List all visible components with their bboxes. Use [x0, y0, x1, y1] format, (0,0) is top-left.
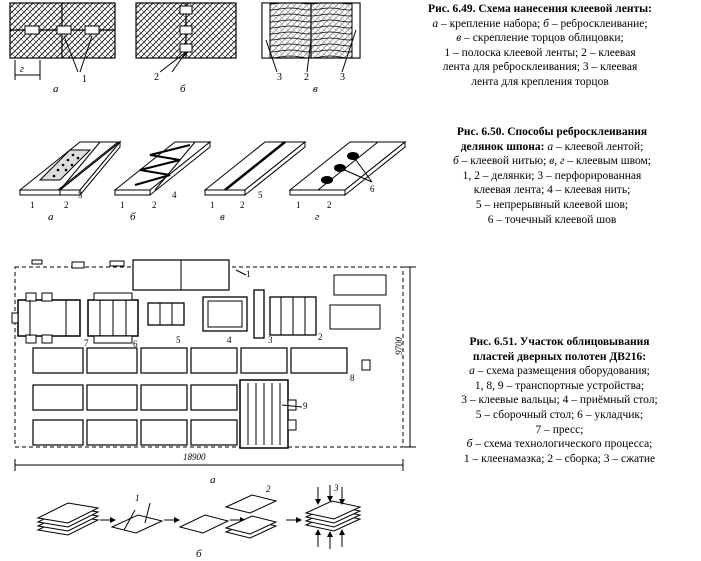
fig651-label-4: 4: [227, 335, 232, 345]
fig651-press: 7: [11, 292, 89, 348]
figure-6-50-drawing: 1 2 3 а 1 2 4 б 1 2 5 в 1 2: [18, 140, 407, 223]
fig651-conveyor-2: 2: [269, 296, 323, 342]
fig650-label-6: 6: [370, 184, 375, 194]
fig649-label-3b: 3: [340, 72, 345, 83]
fig651-height-dim: 9700: [394, 337, 404, 356]
fig651-room-outline: [14, 266, 404, 448]
fig651-process-scheme: 1 2 3 б: [36, 483, 362, 560]
figure-6-51-drawing: 1 7 6 5 4 3: [11, 259, 416, 560]
fig651-stacker: 6: [87, 292, 139, 349]
fig651-transport-9: 9: [239, 379, 308, 449]
fig649-label-b: б: [180, 83, 186, 95]
fig649-label-1: 1: [82, 74, 87, 85]
process-pressing: 3: [304, 483, 362, 549]
fig649-caption: Рис. 6.49. Схема нанесения клеевой ленты…: [428, 3, 652, 88]
fig651-width-dim: 18900: [183, 452, 206, 462]
fig651-label-a: а: [210, 474, 216, 486]
fig650-label-1v: 1: [210, 200, 215, 210]
fig650-label-1g: 1: [296, 200, 301, 210]
fig651-assembly-table: 5: [147, 302, 185, 345]
fig649-label-v: в: [313, 83, 318, 95]
fig650-label-3: 3: [78, 190, 83, 200]
fig651-label-6: 6: [133, 339, 138, 349]
fig649-panel-b: 2 б: [135, 2, 237, 95]
process-stack-initial: [36, 502, 100, 536]
fig650-panel-v: 1 2 5 в: [203, 140, 307, 223]
fig650-label-5: 5: [258, 190, 263, 200]
fig651-label-9: 9: [303, 401, 308, 411]
fig650-label-g: г: [315, 211, 320, 223]
process-label-2: 2: [266, 484, 271, 494]
fig650-label-1b: 1: [120, 200, 125, 210]
process-label-3: 3: [333, 483, 339, 493]
process-glue-spread: 1: [110, 493, 164, 534]
fig650-caption: Рис. 6.50. Способы ребросклеивания делян…: [453, 126, 651, 226]
fig650-label-v: в: [220, 211, 225, 223]
fig650-panel-g: 1 2 6 г: [288, 140, 407, 223]
fig651-label-5: 5: [176, 335, 181, 345]
figure-6-49-drawing: 1 г а 2 б 3 2 3 в: [9, 2, 361, 95]
fig649-panel-a: 1 г а: [9, 2, 116, 95]
fig650-label-1a: 1: [30, 200, 35, 210]
fig649-label-2b: 2: [304, 72, 309, 83]
fig649-label-2: 2: [154, 72, 159, 83]
fig650-label-b: б: [130, 211, 136, 223]
process-assembly: 2: [224, 484, 278, 539]
caption-title: Рис. 6.49. Схема нанесения клеевой ленты…: [428, 3, 652, 15]
fig651-label-b: б: [196, 548, 202, 560]
fig650-label-a: а: [48, 211, 54, 223]
fig650-label-2b: 2: [152, 200, 157, 210]
fig651-receiving-table: 4: [202, 296, 248, 345]
fig650-panel-b: 1 2 4 б: [113, 140, 212, 223]
fig651-glue-rollers: 3: [253, 289, 273, 345]
fig651-label-2: 2: [318, 332, 323, 342]
fig651-caption: Рис. 6.51. Участок облицовывания пластей…: [461, 336, 658, 465]
fig650-label-2g: 2: [327, 200, 332, 210]
fig651-label-3: 3: [268, 335, 273, 345]
fig649-label-3a: 3: [277, 72, 282, 83]
process-label-1: 1: [135, 493, 140, 503]
fig649-label-a: а: [53, 83, 59, 95]
fig650-label-4: 4: [172, 190, 177, 200]
fig651-storage-row-2: [32, 384, 238, 446]
fig651-label-7: 7: [84, 338, 89, 348]
fig651-storage-row-1: [32, 347, 348, 374]
fig649-panel-v: 3 2 3 в: [261, 2, 361, 95]
fig649-label-g: г: [20, 64, 24, 75]
fig650-panel-a: 1 2 3 а: [18, 140, 122, 223]
fig650-label-2v: 2: [240, 200, 245, 210]
fig650-label-2a: 2: [64, 200, 69, 210]
fig651-label-8: 8: [350, 373, 355, 383]
fig651-label-1: 1: [246, 269, 251, 279]
